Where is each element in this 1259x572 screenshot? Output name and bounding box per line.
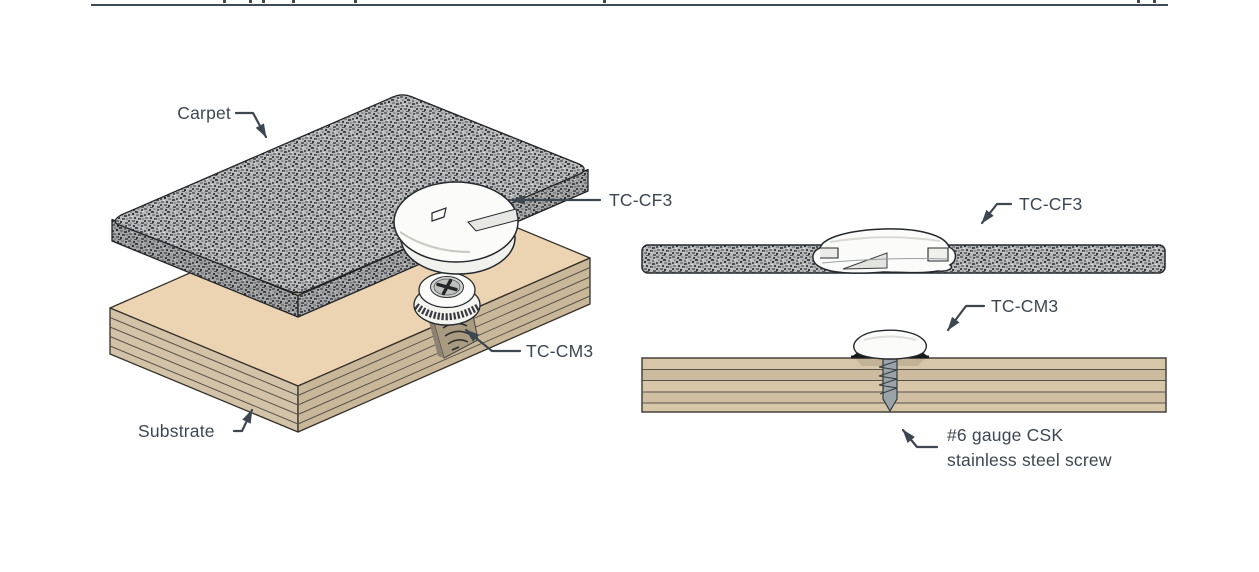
tc-cm3-fastener-cross-section — [851, 329, 929, 413]
cross-section-leader-arrows — [901, 202, 1013, 449]
tc-cf3-right-label-arrow — [980, 202, 1013, 225]
tc-cf3-right-label: TC-CF3 — [1019, 194, 1082, 214]
carpet-top-face — [114, 94, 585, 294]
carpet-label: Carpet — [177, 103, 231, 123]
ply-band — [643, 392, 1165, 403]
disc-shading-arc — [399, 231, 471, 253]
phillips-cross-icon — [436, 278, 458, 296]
tc-cm3-fastener-isometric — [413, 271, 481, 359]
substrate-label: Substrate — [138, 421, 215, 441]
tc-cm3-right-label-arrow — [946, 304, 986, 332]
text-descender-mark — [249, 0, 252, 3]
screw-label-arrow — [901, 428, 939, 449]
text-descender-mark — [223, 0, 226, 3]
isometric-leader-arrows — [232, 111, 602, 433]
cm3-cap-highlight — [863, 335, 917, 341]
screw-label-line1: #6 gauge CSK — [947, 425, 1063, 445]
text-descender-mark — [1137, 0, 1140, 3]
cm3-cap-body — [853, 329, 927, 360]
cross-section-labels: TC-CF3 TC-CM3 #6 gauge CSK stainless ste… — [947, 194, 1112, 470]
text-descender-mark — [603, 0, 606, 3]
text-descender-mark — [262, 0, 265, 3]
carpet-label-arrow — [234, 111, 268, 139]
screw-threads — [878, 360, 898, 395]
cf3-right-wing-notch — [927, 247, 949, 262]
isometric-labels: Carpet TC-CF3 TC-CM3 Substrate — [138, 103, 672, 441]
carpet-left-shading — [112, 219, 298, 317]
ply-band — [643, 369, 1165, 381]
text-descender-mark — [1153, 0, 1156, 3]
tc-cm3-right-label: TC-CM3 — [991, 296, 1058, 316]
fastener-disc-top — [393, 181, 519, 263]
tc-cf3-fastener-cross-section — [812, 228, 957, 274]
cf3-left-wing-notch — [820, 247, 839, 259]
substrate-cross-section — [641, 357, 1167, 413]
tc-cf3-left-label: TC-CF3 — [609, 190, 672, 210]
substrate-label-arrow — [232, 408, 254, 433]
cf3-lip-line — [821, 258, 949, 264]
text-descender-mark — [354, 0, 357, 3]
cross-section-diagram: TC-CF3 TC-CM3 #6 gauge CSK stainless ste… — [641, 194, 1167, 470]
disc-edge-slot — [467, 208, 519, 232]
exploded-isometric-diagram: Carpet TC-CF3 TC-CM3 Substrate — [109, 94, 672, 441]
tc-cf3-fastener-isometric — [393, 181, 519, 275]
text-descender-mark — [292, 0, 295, 3]
substrate-strip — [641, 357, 1167, 413]
ply-lines — [642, 369, 1166, 404]
screw-shank — [882, 358, 898, 413]
tc-cm3-left-label-arrow — [464, 328, 522, 353]
tc-cm3-left-label: TC-CM3 — [526, 341, 593, 361]
header-divider-line — [91, 4, 1168, 6]
cf3-dome-highlight — [829, 236, 941, 243]
disc-center-mark — [431, 207, 447, 222]
notch-shadow — [428, 316, 444, 358]
cf3-inner-triangle — [842, 252, 888, 270]
screw-label-line2: stainless steel screw — [947, 450, 1112, 470]
